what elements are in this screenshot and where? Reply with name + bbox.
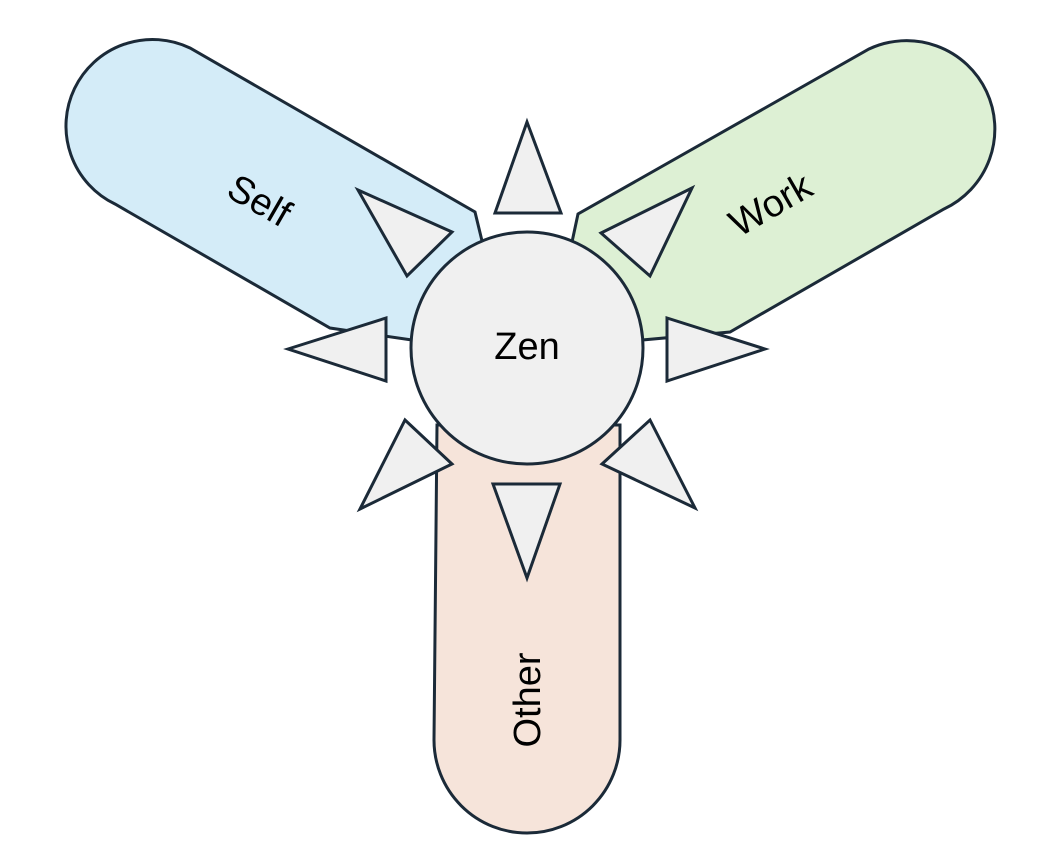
arrow-top (492, 117, 564, 215)
arrow-self-inner (354, 186, 455, 279)
zen-center: Zen (409, 230, 645, 466)
zen-label: Zen (494, 326, 559, 368)
work-petal: Work (570, 39, 997, 342)
self-petal-shape (64, 37, 485, 342)
arrow-left (283, 315, 388, 384)
arrow-down (490, 482, 563, 583)
work-petal-shape (570, 39, 997, 342)
self-petal: Self (64, 37, 485, 342)
zen-circle (409, 230, 645, 466)
arrow-lower-left (356, 417, 455, 513)
arrow-right (665, 315, 770, 384)
other-label: Other (507, 652, 549, 747)
other-petal: Other (432, 423, 622, 835)
other-petal-shape (432, 423, 622, 835)
arrow-lower-right (599, 417, 699, 512)
arrows (283, 117, 770, 583)
arrow-work-inner (598, 184, 696, 279)
